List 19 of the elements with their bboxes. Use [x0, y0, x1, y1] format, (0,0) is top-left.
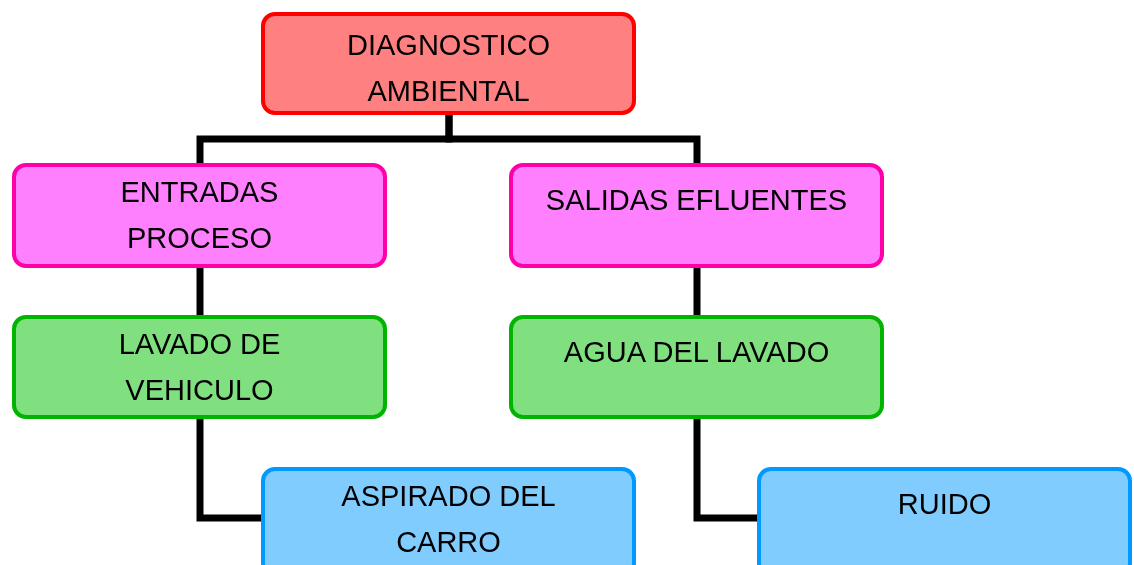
connector-line: [196, 419, 261, 522]
hierarchy-box: [509, 163, 884, 268]
hierarchy-box: [509, 315, 884, 419]
connector-line: [445, 115, 701, 163]
box-label: LAVADO DE VEHICULO: [117, 327, 282, 408]
box-label: AGUA DEL LAVADO: [563, 335, 830, 370]
box-label: SALIDAS EFLUENTES: [545, 183, 848, 218]
hierarchy-box: [12, 315, 387, 419]
connector-line: [693, 419, 757, 522]
box-label: ENTRADAS PROCESO: [119, 175, 280, 256]
box-label: RUIDO: [897, 487, 992, 522]
connector-line: [196, 268, 204, 315]
hierarchy-box: [261, 12, 636, 115]
box-label: DIAGNOSTICO AMBIENTAL: [346, 28, 551, 109]
hierarchy-box: [12, 163, 387, 268]
hierarchy-box: [261, 467, 636, 565]
box-label: ASPIRADO DEL CARRO: [340, 479, 557, 560]
hierarchy-box: [757, 467, 1132, 565]
connector-line: [693, 268, 701, 315]
